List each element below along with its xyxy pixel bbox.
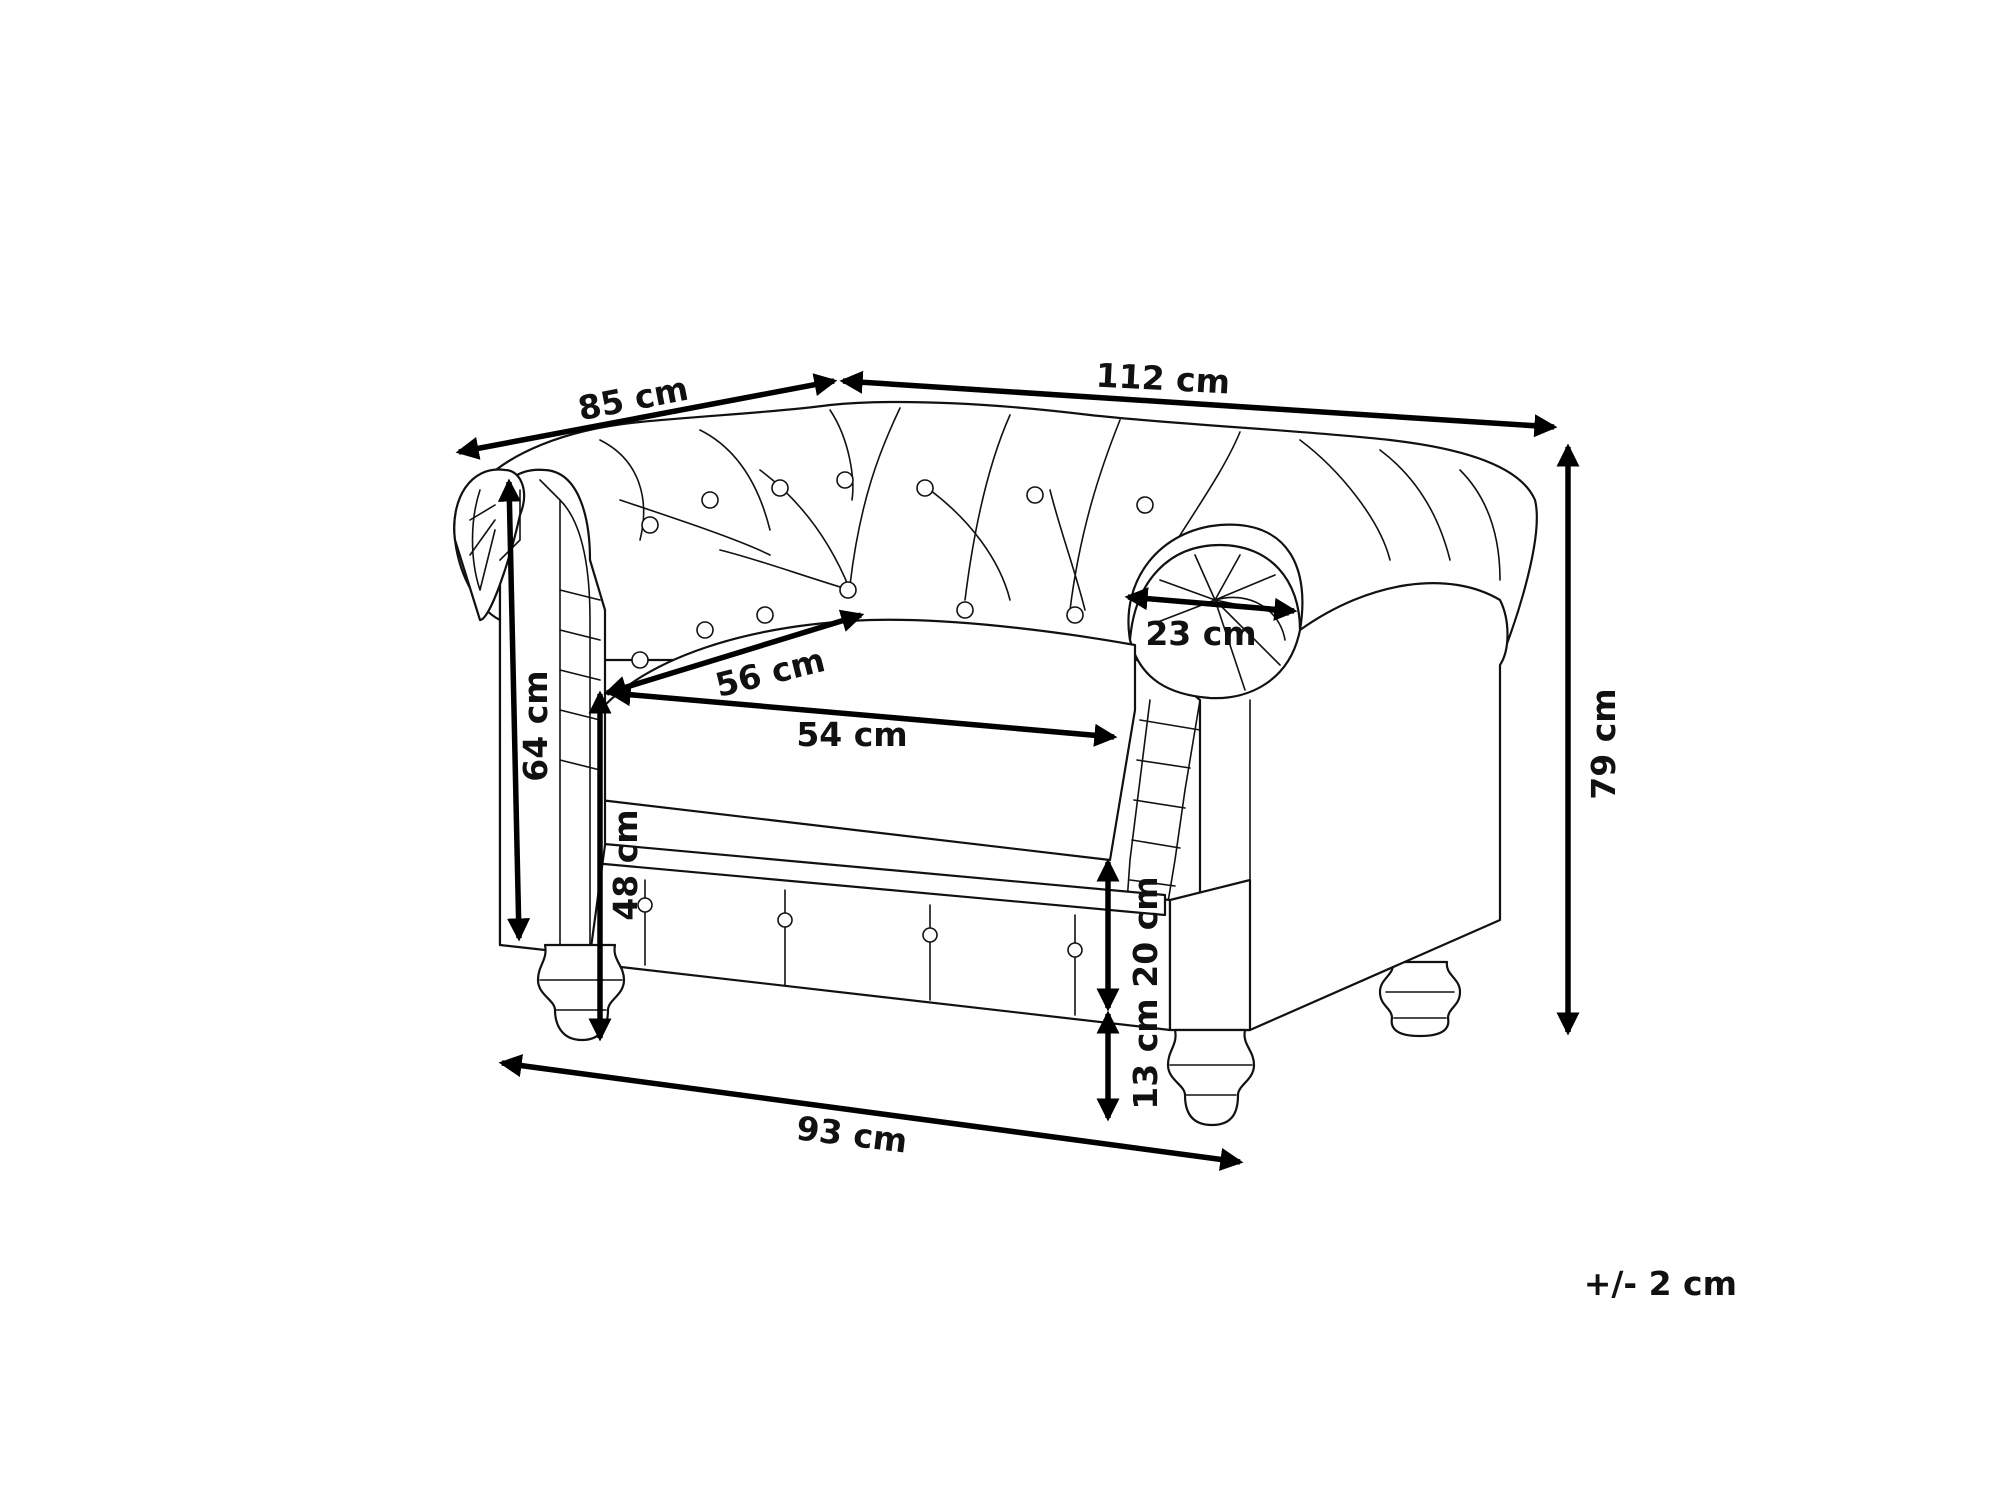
arm-height-arrow xyxy=(497,478,531,942)
armchair-drawing xyxy=(453,400,1538,1127)
backrest-tufting xyxy=(599,407,1501,611)
seat-height-label: 48 cm xyxy=(606,809,645,920)
width-back-arrow xyxy=(839,370,1558,438)
front-left-leg xyxy=(536,943,626,1042)
width-front-arrow xyxy=(498,1054,1244,1171)
dimension-arrows xyxy=(455,370,1580,1171)
tolerance-note: +/- 2 cm xyxy=(1584,1264,1737,1303)
front-base xyxy=(558,838,1252,1032)
armrest-width-arrow xyxy=(1124,587,1298,621)
seat-front-height-label: 20 cm xyxy=(1126,876,1165,987)
total-height-label: 79 cm xyxy=(1584,688,1623,799)
armrest-width-label: 23 cm xyxy=(1145,614,1256,653)
seat-width-label: 54 cm xyxy=(796,715,907,754)
arm-height-label: 64 cm xyxy=(516,670,555,781)
seat-width-arrow xyxy=(607,683,1118,747)
back-right-leg xyxy=(1378,960,1462,1038)
width-back-label: 112 cm xyxy=(1095,356,1231,402)
leg-height-label: 13 cm xyxy=(1126,998,1165,1109)
depth-arrow xyxy=(455,373,838,460)
dimension-labels: 85 cm 112 cm 79 cm 64 cm 48 cm 56 cm 54 … xyxy=(516,356,1737,1303)
front-right-leg xyxy=(1166,1028,1256,1127)
seat-depth-arrow xyxy=(603,609,865,699)
